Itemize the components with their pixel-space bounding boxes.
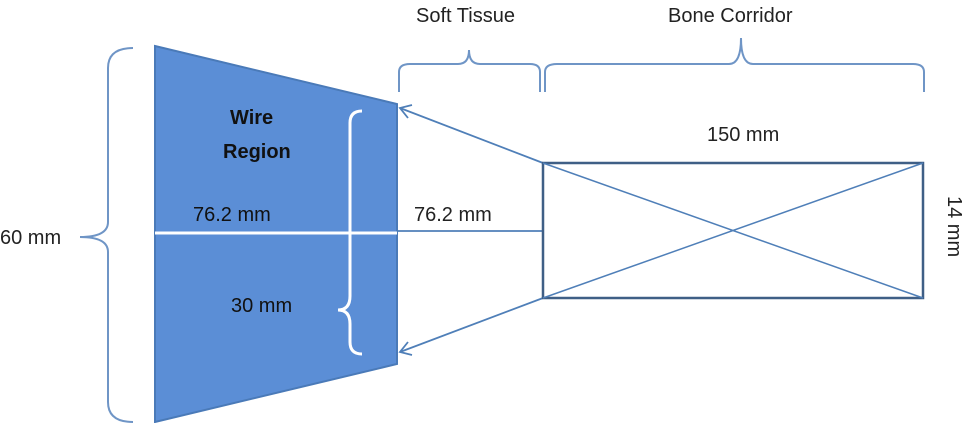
wire-region-label-line1: Wire xyxy=(230,107,273,129)
dimension-14mm-label: 14 mm xyxy=(943,196,965,257)
dimension-30mm-label: 30 mm xyxy=(231,295,292,317)
outer-bracket-60mm xyxy=(79,47,134,423)
wire-region-label-line2: Region xyxy=(223,141,291,163)
dimension-150mm-label: 150 mm xyxy=(707,124,779,146)
soft-tissue-bracket xyxy=(398,49,541,92)
bone-corridor-label: Bone Corridor xyxy=(668,5,793,27)
lower-arrowhead-icon xyxy=(398,341,413,356)
dimension-60mm-label: 60 mm xyxy=(0,227,61,249)
lower-arrow-line xyxy=(399,297,544,353)
inner-bracket-30mm xyxy=(337,109,363,356)
upper-arrowhead-icon xyxy=(398,104,413,119)
dimension-76mm-outer-label: 76.2 mm xyxy=(414,204,492,226)
upper-arrow-line xyxy=(399,107,544,164)
bone-corridor-bracket xyxy=(544,37,925,92)
bone-corridor-diagonal-2 xyxy=(542,162,924,299)
soft-tissue-label: Soft Tissue xyxy=(416,5,515,27)
dimension-76mm-inner-label: 76.2 mm xyxy=(193,204,271,226)
